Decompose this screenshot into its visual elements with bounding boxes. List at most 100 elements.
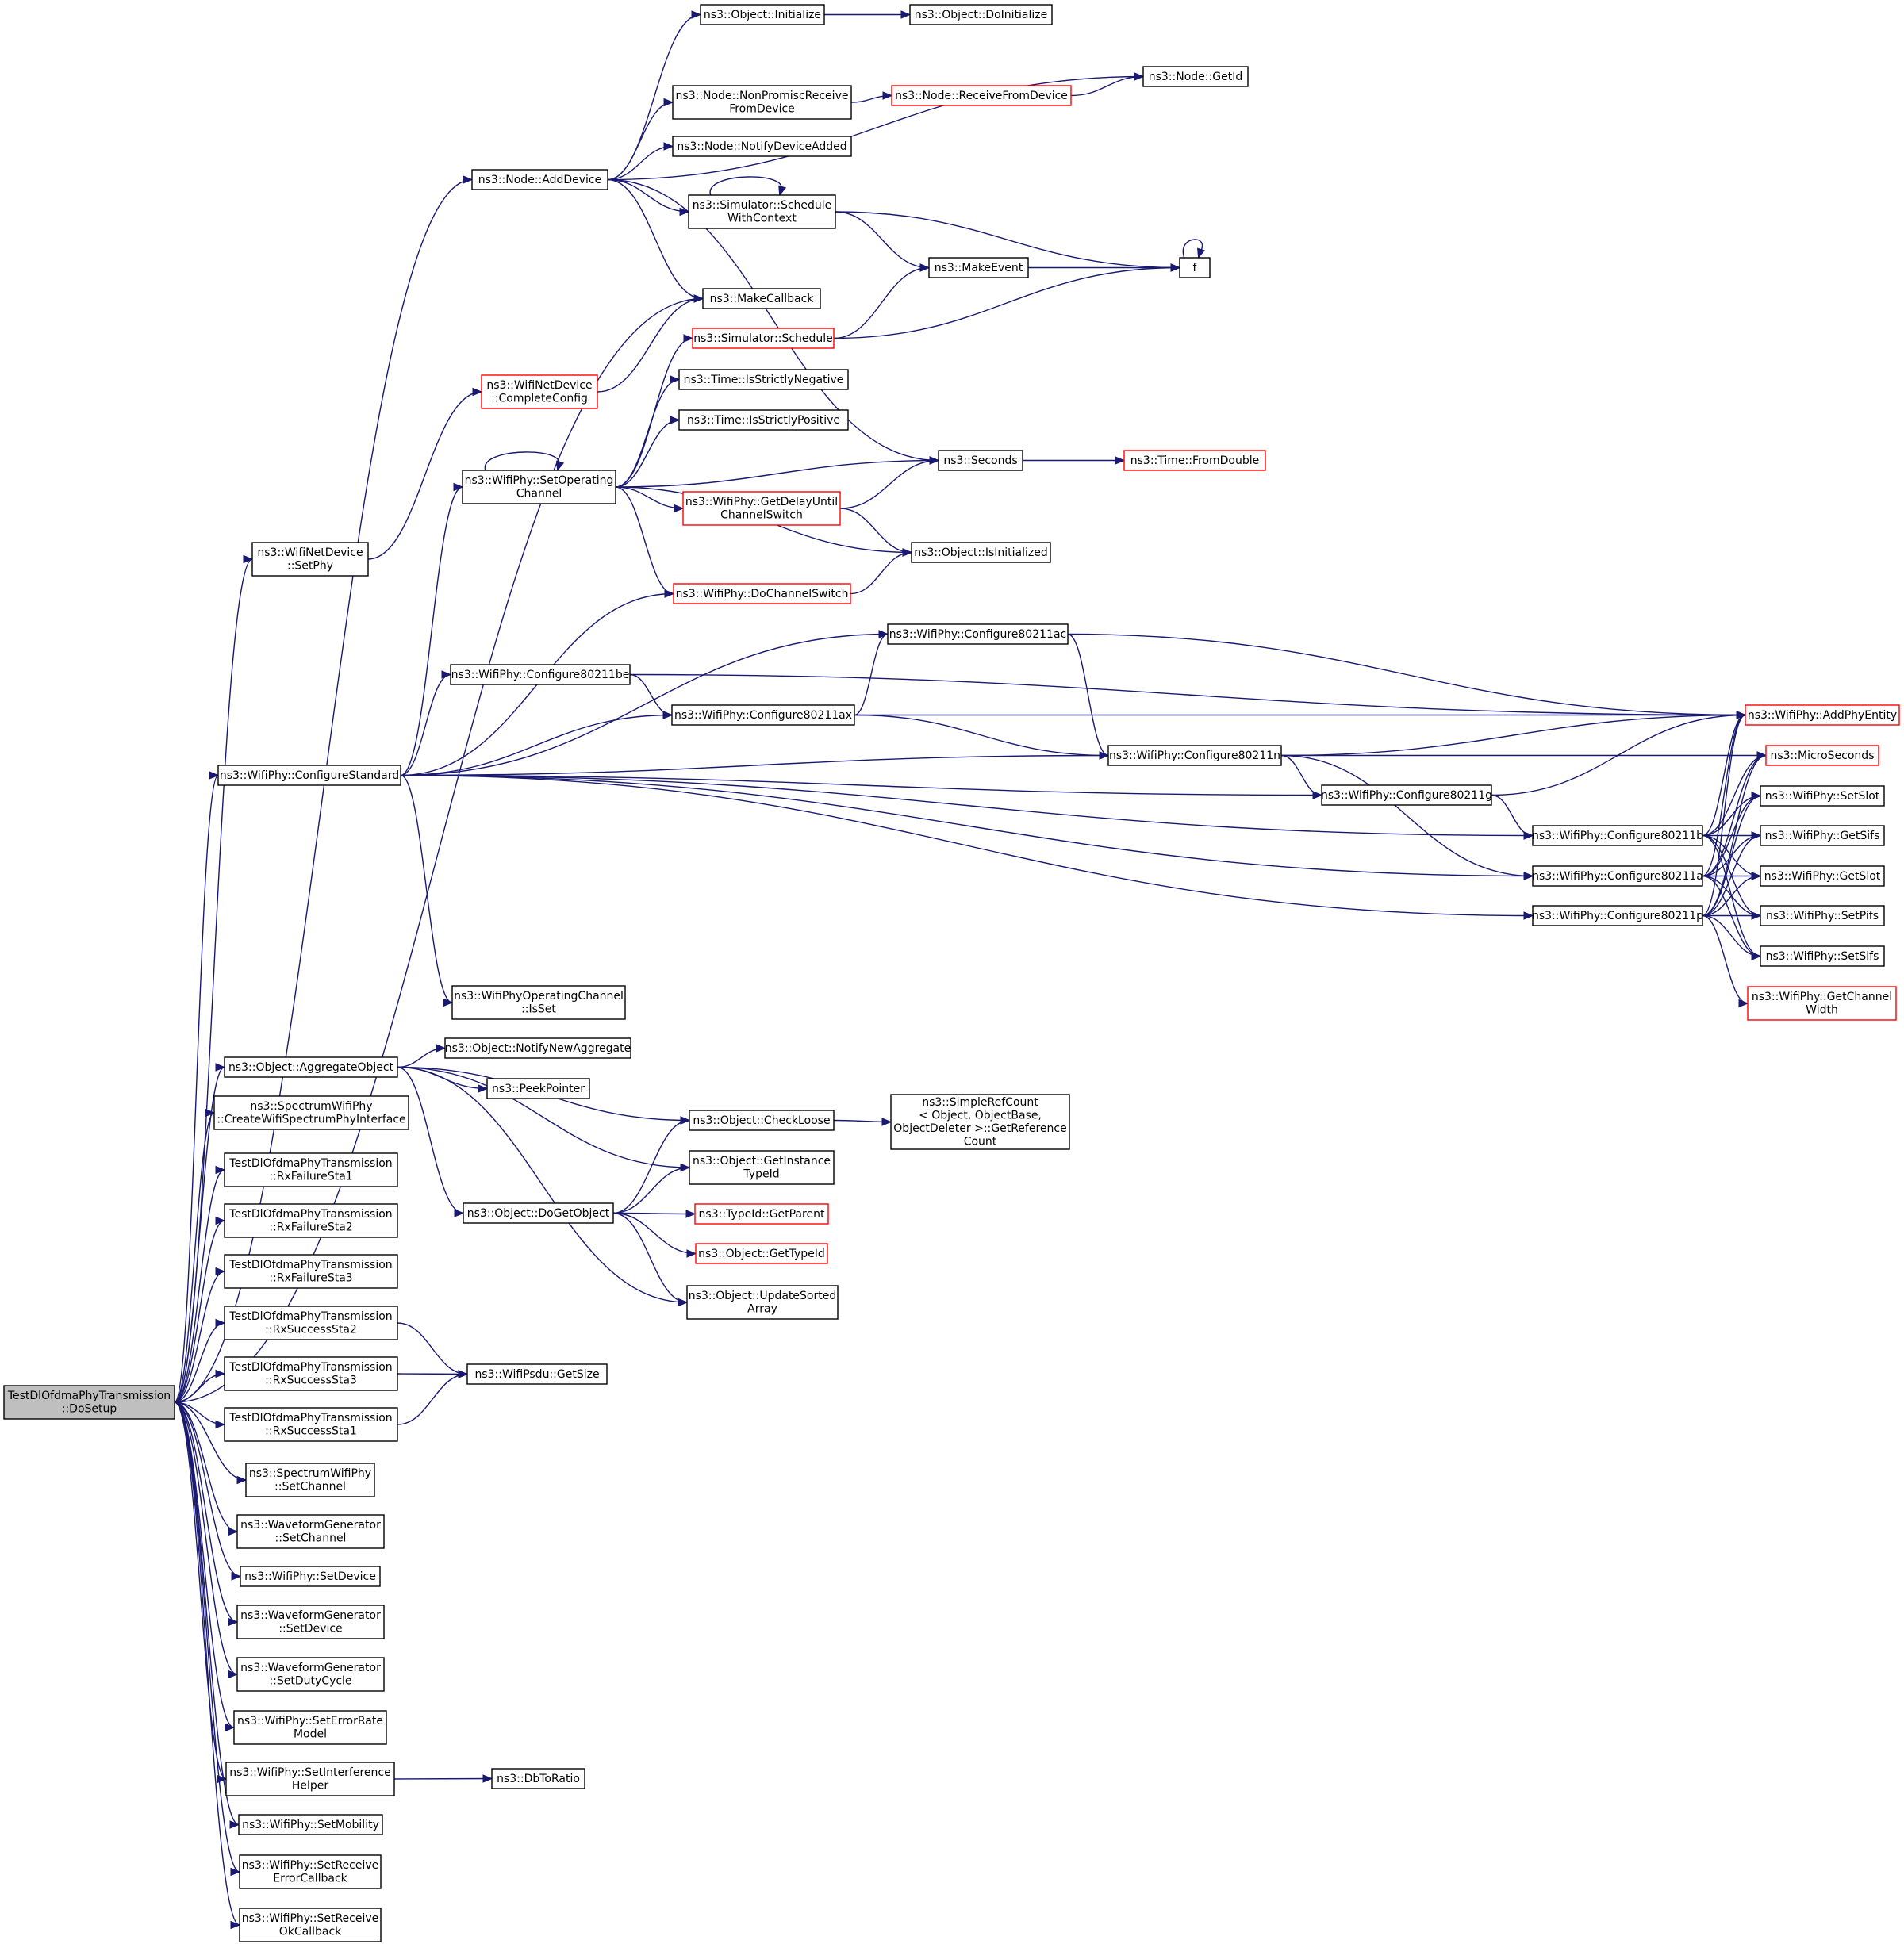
node-box: [251, 542, 369, 577]
node-check-loose[interactable]: ns3::Object::CheckLoose: [689, 1110, 835, 1131]
node-type-id-get-parent[interactable]: ns3::TypeId::GetParent: [694, 1203, 829, 1225]
node-swp-set-channel[interactable]: ns3::SpectrumWifiPhy::SetChannel: [245, 1463, 375, 1497]
edge-recv-from-dev-to-node-get-id: [1070, 75, 1144, 97]
node-cfg-b[interactable]: ns3::WifiPhy::Configure80211b: [1532, 825, 1703, 846]
node-db-to-ratio[interactable]: ns3::DbToRatio: [491, 1768, 585, 1789]
node-label-line: ns3::Simulator::Schedule: [693, 332, 833, 345]
node-cfg-p[interactable]: ns3::WifiPhy::Configure80211p: [1532, 905, 1703, 926]
nodes-layer: TestDlOfdmaPhyTransmission::DoSetupns3::…: [3, 4, 1900, 1942]
node-make-callback[interactable]: ns3::MakeCallback: [702, 288, 821, 309]
node-label-line: ns3::WifiPhy::Configure80211g: [1321, 789, 1492, 802]
edge-arrowhead: [1751, 911, 1762, 920]
node-get-sifs[interactable]: ns3::WifiPhy::GetSifs: [1760, 825, 1885, 846]
node-create-wifi-spec[interactable]: ns3::SpectrumWifiPhy::CreateWifiSpectrum…: [213, 1095, 409, 1130]
node-set-pifs[interactable]: ns3::WifiPhy::SetPifs: [1760, 905, 1885, 926]
node-rx-succ1[interactable]: TestDlOfdmaPhyTransmission::RxSuccessSta…: [224, 1407, 398, 1442]
node-configure-standard[interactable]: ns3::WifiPhy::ConfigureStandard: [217, 765, 401, 786]
edge-arrowhead: [902, 548, 913, 557]
edge-cfg-n-to-add-phy-entity: [1280, 714, 1746, 757]
node-add-phy-entity[interactable]: ns3::WifiPhy::AddPhyEntity: [1745, 704, 1900, 726]
node-rx-succ2[interactable]: TestDlOfdmaPhyTransmission::RxSuccessSta…: [224, 1306, 398, 1340]
node-cfg-g[interactable]: ns3::WifiPhy::Configure80211g: [1321, 784, 1492, 806]
node-wg-set-channel[interactable]: ns3::WaveformGenerator::SetChannel: [236, 1514, 385, 1549]
node-root[interactable]: TestDlOfdmaPhyTransmission::DoSetup: [3, 1385, 175, 1420]
node-set-mobility[interactable]: ns3::WifiPhy::SetMobility: [238, 1814, 383, 1835]
node-do-get-object[interactable]: ns3::Object::DoGetObject: [463, 1202, 614, 1224]
node-sim-schedule[interactable]: ns3::Simulator::Schedule: [692, 328, 835, 349]
node-psdu-get-size[interactable]: ns3::WifiPsdu::GetSize: [466, 1363, 608, 1385]
node-obj-do-init[interactable]: ns3::Object::DoInitialize: [909, 4, 1053, 25]
node-complete-config[interactable]: ns3::WifiNetDevice::CompleteConfig: [481, 374, 598, 409]
node-label-line: ns3::WifiPhy::Configure80211ax: [674, 709, 852, 722]
node-label-line: ns3::Object::UpdateSorted: [689, 1290, 836, 1302]
node-seconds[interactable]: ns3::Seconds: [938, 450, 1023, 471]
edge-arrowhead: [225, 1723, 236, 1732]
edge-arrowhead: [670, 416, 681, 424]
node-label-line: ErrorCallback: [273, 1873, 347, 1885]
node-cfg-ac[interactable]: ns3::WifiPhy::Configure80211ac: [887, 623, 1069, 645]
edge-root-to-wg-set-duty: [174, 1401, 238, 1675]
node-label-line: ns3::WifiPhy::Configure80211p: [1532, 910, 1703, 922]
node-box: [233, 1710, 387, 1745]
node-op-ch-is-set[interactable]: ns3::WifiPhyOperatingChannel::IsSet: [451, 985, 626, 1020]
node-rx-fail3[interactable]: TestDlOfdmaPhyTransmission::RxFailureSta…: [224, 1254, 398, 1289]
node-node-get-id[interactable]: ns3::Node::GetId: [1142, 66, 1249, 87]
node-notify-new-agg[interactable]: ns3::Object::NotifyNewAggregate: [444, 1037, 631, 1059]
node-obj-init[interactable]: ns3::Object::Initialize: [700, 4, 825, 25]
node-wg-set-duty[interactable]: ns3::WaveformGenerator::SetDutyCycle: [236, 1657, 385, 1692]
node-label-line: ns3::Node::NotifyDeviceAdded: [677, 140, 846, 153]
node-rx-fail2[interactable]: TestDlOfdmaPhyTransmission::RxFailureSta…: [224, 1203, 398, 1238]
node-label-line: ns3::WifiPhy::SetDevice: [244, 1570, 376, 1583]
node-aggregate-object[interactable]: ns3::Object::AggregateObject: [224, 1056, 398, 1078]
node-from-double[interactable]: ns3::Time::FromDouble: [1123, 450, 1266, 471]
node-peek-pointer[interactable]: ns3::PeekPointer: [486, 1078, 590, 1099]
node-cfg-a[interactable]: ns3::WifiPhy::Configure80211a: [1532, 865, 1703, 887]
node-rx-succ3[interactable]: TestDlOfdmaPhyTransmission::RxSuccessSta…: [224, 1356, 398, 1391]
node-micro-seconds[interactable]: ns3::MicroSeconds: [1765, 745, 1879, 766]
node-add-device[interactable]: ns3::Node::AddDevice: [471, 169, 608, 190]
node-get-slot[interactable]: ns3::WifiPhy::GetSlot: [1760, 865, 1885, 887]
node-is-strictly-pos[interactable]: ns3::Time::IsStrictlyPositive: [678, 409, 849, 431]
node-box: [224, 1254, 398, 1289]
node-is-initialized[interactable]: ns3::Object::IsInitialized: [911, 542, 1051, 563]
node-rx-fail1[interactable]: TestDlOfdmaPhyTransmission::RxFailureSta…: [224, 1152, 398, 1187]
node-box: [239, 1854, 382, 1889]
node-recv-from-dev[interactable]: ns3::Node::ReceiveFromDevice: [891, 85, 1072, 106]
node-label-line: Channel: [516, 488, 562, 500]
node-set-device[interactable]: ns3::WifiPhy::SetDevice: [240, 1566, 381, 1587]
node-label-line: f: [1193, 262, 1198, 274]
node-wg-set-device[interactable]: ns3::WaveformGenerator::SetDevice: [236, 1605, 385, 1639]
node-set-sifs[interactable]: ns3::WifiPhy::SetSifs: [1760, 945, 1885, 967]
node-do-channel-switch[interactable]: ns3::WifiPhy::DoChannelSwitch: [673, 583, 851, 604]
node-cfg-be[interactable]: ns3::WifiPhy::Configure80211be: [450, 664, 631, 685]
node-label-line: ChannelSwitch: [720, 509, 803, 522]
node-make-event[interactable]: ns3::MakeEvent: [928, 257, 1029, 278]
node-cfg-n[interactable]: ns3::WifiPhy::Configure80211n: [1107, 745, 1282, 766]
edge-configure-standard-to-cfg-ax: [400, 714, 673, 776]
node-obj-get-type-id[interactable]: ns3::Object::GetTypeId: [695, 1243, 828, 1264]
node-is-strictly-neg[interactable]: ns3::Time::IsStrictlyNegative: [678, 369, 849, 390]
node-label-line: ns3::Node::ReceiveFromDevice: [895, 90, 1068, 102]
edge-arrowhead: [1170, 263, 1181, 272]
node-notify-dev-added[interactable]: ns3::Node::NotifyDeviceAdded: [672, 136, 852, 157]
node-box: [1321, 784, 1492, 806]
node-set-slot[interactable]: ns3::WifiPhy::SetSlot: [1760, 785, 1885, 807]
node-cfg-ax[interactable]: ns3::WifiPhy::Configure80211ax: [671, 704, 855, 726]
edge-arrowhead: [1197, 247, 1205, 259]
node-label-line: ns3::WifiPhy::DoChannelSwitch: [676, 588, 849, 600]
node-get-ref-count[interactable]: ns3::SimpleRefCount< Object, ObjectBase,…: [890, 1094, 1070, 1150]
node-wnd-set-phy[interactable]: ns3::WifiNetDevice::SetPhy: [251, 542, 369, 577]
node-f[interactable]: f: [1179, 257, 1211, 278]
